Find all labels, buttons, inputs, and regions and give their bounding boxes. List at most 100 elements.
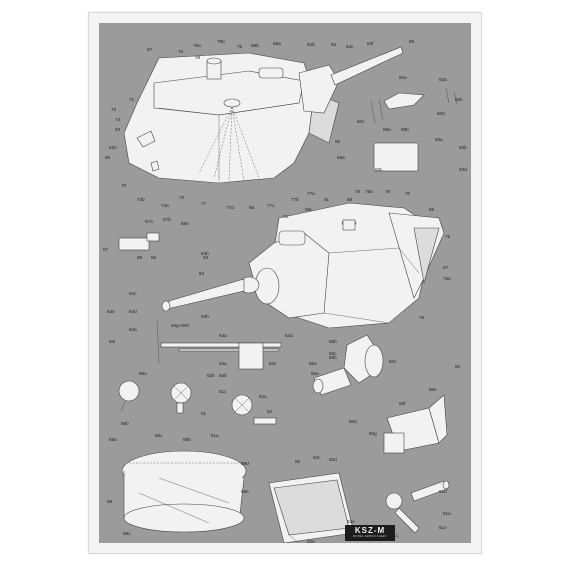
label: 67 (443, 265, 449, 270)
side-parts-upper-right (370, 87, 458, 172)
label: 69a (383, 127, 391, 132)
label: 51a (211, 433, 219, 438)
label: 75a (443, 276, 451, 281)
armour-box-parts (268, 472, 355, 543)
label: 77b (291, 197, 299, 202)
label: 78b (217, 39, 225, 44)
label: 50g (369, 431, 377, 436)
label: 69 (347, 197, 353, 202)
label: 69c (305, 207, 313, 212)
turret-lower-assembly (161, 202, 445, 329)
label: 65 (429, 207, 435, 212)
label: 74 (115, 117, 121, 122)
label: 60c (357, 119, 365, 124)
part-labels: 78b 76a 67 76 78 75 69b 65a 62b 64 64c 6… (103, 39, 467, 543)
label: 77 (201, 201, 207, 206)
label: 52b (207, 373, 215, 378)
label: 60 (105, 155, 111, 160)
label: 64c (346, 44, 354, 49)
label: 63d (459, 167, 467, 172)
label: 58e (181, 221, 189, 226)
label: 54c (269, 361, 277, 366)
label: 77a (307, 191, 315, 196)
label: 55a (139, 371, 147, 376)
label: 54a (219, 361, 227, 366)
turret-upper-assembly (123, 46, 404, 184)
label: 66 (409, 39, 415, 44)
logo-subtitle: MODEL ARMOR SHEET (353, 535, 387, 538)
label: 51d (439, 489, 447, 494)
label: 62 (295, 459, 301, 464)
label: 54d (285, 333, 293, 338)
label: 50b (329, 355, 337, 360)
label: 70 (121, 183, 127, 188)
label: 63a (435, 137, 443, 142)
label: 62d (329, 457, 337, 462)
label: 75 (237, 44, 243, 49)
label: 55b (121, 421, 129, 426)
turret-ring-assembly (121, 450, 249, 533)
label: 68 (249, 205, 255, 210)
label: 63c (375, 167, 383, 172)
label: 76 (419, 315, 425, 320)
label: 64a (219, 333, 227, 338)
label: 55a (309, 361, 317, 366)
label: 56 (151, 255, 157, 260)
brand-logo: KSZ-M MODEL ARMOR SHEET (345, 525, 395, 541)
label: 62 (335, 139, 341, 144)
label: 50c (389, 359, 397, 364)
label: 64f (367, 41, 374, 46)
label: 75 (445, 234, 451, 239)
label: 51b (109, 145, 117, 150)
label: 64b (201, 251, 209, 256)
label: 76a (193, 43, 201, 48)
label: 63 (115, 127, 121, 132)
label: 70 (405, 191, 411, 196)
label: 78a (365, 189, 373, 194)
label: 51c (391, 533, 399, 538)
label: 57 (103, 247, 109, 252)
label: 69b (401, 127, 409, 132)
label: 78 (195, 55, 201, 60)
label: 69b (251, 43, 259, 48)
label: 54b (219, 373, 227, 378)
label: 50d (349, 419, 357, 424)
assembly-drawing: 78b 76a 67 76 78 75 69b 65a 62b 64 64c 6… (103, 39, 467, 543)
label: 64h (201, 314, 209, 319)
label: 55b (329, 339, 337, 344)
label: 53 (203, 255, 209, 260)
label: 55c (329, 351, 337, 356)
label: 63a (439, 77, 447, 82)
label: 51 (201, 411, 207, 416)
label: 79 (385, 189, 391, 194)
label: 63b (459, 145, 467, 150)
label: 62g (307, 539, 315, 543)
label: 60a (399, 75, 407, 80)
label: 64 (199, 271, 205, 276)
label: 76 (178, 49, 184, 54)
label: 59a (109, 437, 117, 442)
assembly-plate: 78b 76a 67 76 78 75 69b 65a 62b 64 64c 6… (99, 23, 471, 543)
label: 74a (161, 203, 169, 208)
label: 65a (273, 41, 281, 46)
label: 50e (429, 387, 437, 392)
label: 60d (437, 111, 445, 116)
label: 59c (123, 531, 131, 536)
logo-name: KSZ-M (354, 526, 386, 535)
label: 67 (147, 47, 153, 52)
label: 78 (355, 189, 361, 194)
label: 59b (183, 437, 191, 442)
label: 50 (455, 364, 461, 369)
label: 62e (347, 519, 355, 524)
label: 50a (311, 371, 319, 376)
label: 55c (155, 433, 163, 438)
label: 72 (179, 195, 185, 200)
label: 57a (145, 219, 153, 224)
label: 73 (111, 107, 117, 112)
label: 62b (307, 42, 315, 47)
label: 64c (129, 291, 137, 296)
label: 61 (324, 197, 330, 202)
label: 71 (283, 214, 289, 219)
label: 64e (107, 309, 115, 314)
label: 52 (267, 409, 273, 414)
